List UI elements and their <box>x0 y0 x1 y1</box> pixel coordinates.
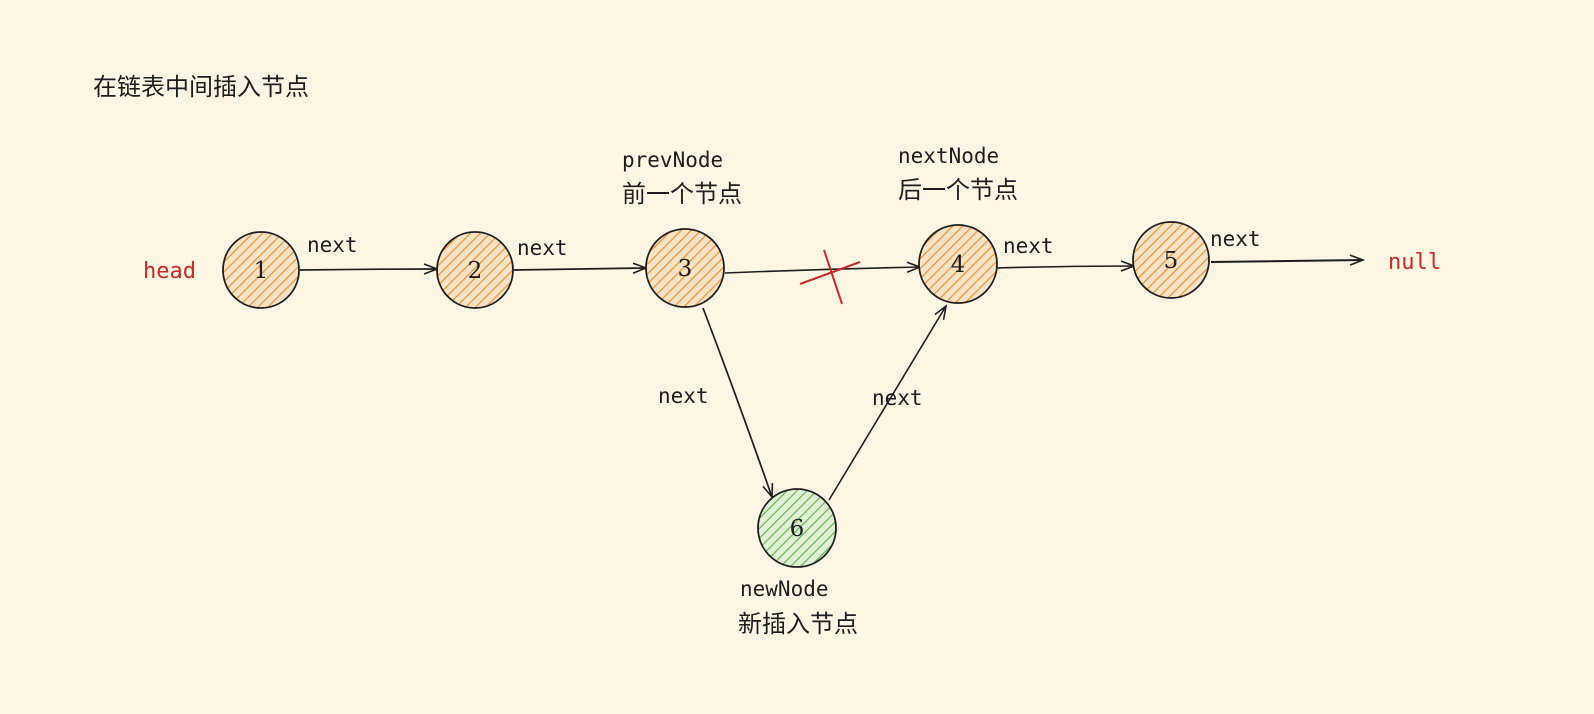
removed-link-mark-2 <box>823 249 843 305</box>
list-node-6-new: 6 <box>757 488 837 568</box>
list-node-2: 2 <box>436 231 514 309</box>
list-node-5: 5 <box>1132 221 1210 299</box>
edge-label-next: next <box>1210 227 1261 251</box>
list-node-1: 1 <box>222 231 300 309</box>
next-node-caption: 后一个节点 <box>898 176 1018 204</box>
next-node-code-label: nextNode <box>898 144 999 168</box>
new-node-code-label: newNode <box>740 577 829 601</box>
node-value: 3 <box>678 256 693 282</box>
edge-5-null: next <box>1210 227 1363 262</box>
edge-3-4-removed <box>724 249 920 305</box>
edge-label-next: next <box>872 386 923 410</box>
null-label: null <box>1388 250 1441 275</box>
prev-node-code-label: prevNode <box>622 148 723 172</box>
head-label: head <box>143 259 196 284</box>
edge-label-next: next <box>658 384 709 408</box>
edge-label-next: next <box>517 236 568 260</box>
edge-label-next: next <box>1003 234 1054 258</box>
node-value: 6 <box>790 516 805 542</box>
edge-label-next: next <box>307 233 358 257</box>
node-value: 1 <box>254 258 269 284</box>
edge-1-2: next <box>299 233 437 270</box>
removed-link-mark <box>799 261 861 285</box>
new-node-caption: 新插入节点 <box>738 610 858 638</box>
edge-6-4: next <box>828 306 946 501</box>
node-value: 5 <box>1164 248 1179 274</box>
node-value: 4 <box>951 252 966 278</box>
list-node-4: 4 <box>918 224 998 304</box>
prev-node-caption: 前一个节点 <box>622 180 742 208</box>
list-node-3: 3 <box>645 228 725 308</box>
diagram-title: 在链表中间插入节点 <box>93 73 309 101</box>
edge-3-6: next <box>658 307 772 497</box>
edge-2-3: next <box>513 236 646 270</box>
node-value: 2 <box>468 258 483 284</box>
edge-4-5: next <box>996 234 1134 268</box>
